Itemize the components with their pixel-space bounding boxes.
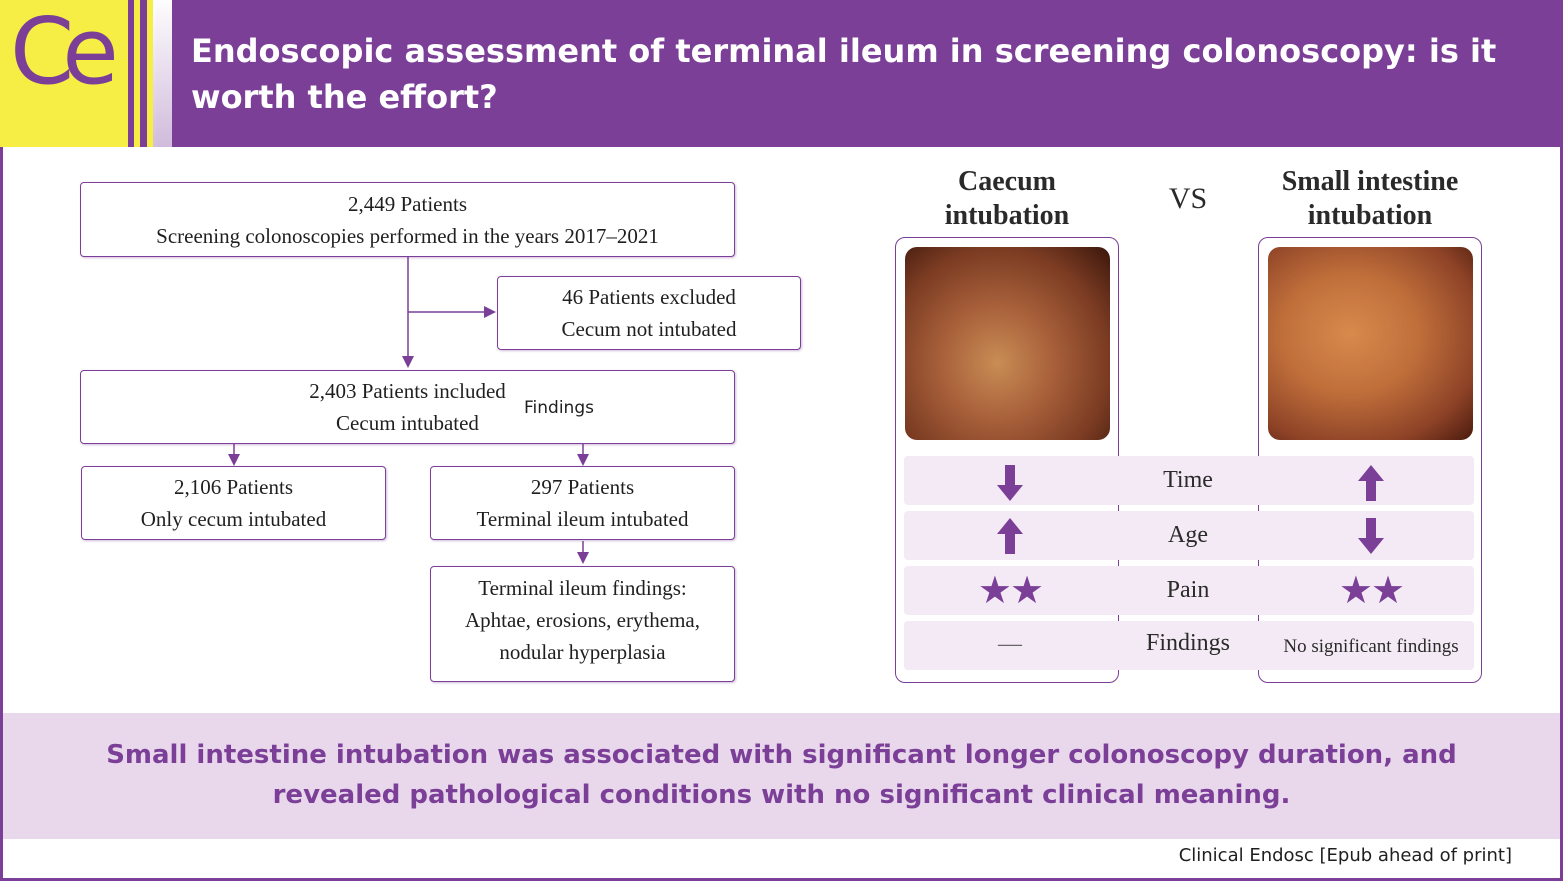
included-desc: Cecum intubated xyxy=(336,411,479,435)
logo-stripes xyxy=(120,0,172,147)
ileum-pain-stars-icon: ★★ xyxy=(1338,568,1405,612)
small-intestine-heading-line-1: Small intestine xyxy=(1281,166,1459,197)
small-intestine-heading-line-2: intubation xyxy=(1307,200,1433,231)
row-age xyxy=(904,511,1474,560)
box-included: 2,403 Patients included Cecum intubated xyxy=(80,370,735,444)
vs-label: VS xyxy=(1168,182,1208,215)
small-intestine-heading: Small intestine intubation xyxy=(1245,165,1495,233)
findings-label: Findings xyxy=(524,398,594,418)
caecum-findings-value: — xyxy=(998,631,1022,657)
caecum-heading: Caecum intubation xyxy=(895,165,1119,233)
row-label-pain: Pain xyxy=(1166,577,1210,603)
ileum-desc: Terminal ileum intubated xyxy=(476,507,689,531)
journal-logo: Ce xyxy=(0,0,120,147)
ileum-count: 297 Patients xyxy=(530,475,635,499)
findings-line-1: Aphtae, erosions, erythema, xyxy=(464,608,700,632)
ileum-time-up-arrow-icon xyxy=(1267,458,1475,507)
row-label-time: Time xyxy=(1163,467,1213,493)
caecum-time-down-arrow-icon xyxy=(906,458,1114,507)
ileum-endoscopy-image xyxy=(1268,247,1473,440)
total-count: 2,449 Patients xyxy=(348,192,467,216)
row-pain xyxy=(904,566,1474,615)
findings-line-2: nodular hyperplasia xyxy=(499,640,666,664)
total-desc: Screening colonoscopies performed in the… xyxy=(156,224,659,248)
caecum-age-up-arrow-icon xyxy=(906,511,1114,560)
box-total-patients: 2,449 Patients Screening colonoscopies p… xyxy=(80,182,735,257)
ileum-findings-value: No significant findings xyxy=(1283,636,1459,657)
page-title: Endoscopic assessment of terminal ileum … xyxy=(191,32,1497,116)
only-cecum-count: 2,106 Patients xyxy=(174,475,293,499)
only-cecum-desc: Only cecum intubated xyxy=(140,507,327,531)
ileum-age-down-arrow-icon xyxy=(1267,511,1475,560)
findings-title: Terminal ileum findings: xyxy=(478,576,687,600)
conclusion-banner xyxy=(3,713,1560,839)
box-terminal-ileum: 297 Patients Terminal ileum intubated xyxy=(430,466,735,540)
logo-text: Ce xyxy=(10,0,119,105)
included-count: 2,403 Patients included xyxy=(309,379,506,403)
box-excluded: 46 Patients excluded Cecum not intubated xyxy=(497,276,801,350)
caecum-heading-line-2: intubation xyxy=(944,200,1070,231)
header-bar: Ce Endoscopic assessment of terminal ile… xyxy=(0,0,1563,147)
box-only-cecum: 2,106 Patients Only cecum intubated xyxy=(81,466,386,540)
caecum-pain-stars-icon: ★★ xyxy=(977,568,1044,612)
box-ileum-findings: Terminal ileum findings: Aphtae, erosion… xyxy=(430,566,735,682)
citation: Clinical Endosc [Epub ahead of print] xyxy=(1178,845,1512,866)
caecum-heading-line-1: Caecum xyxy=(958,166,1056,197)
excluded-desc: Cecum not intubated xyxy=(561,317,737,341)
row-label-age: Age xyxy=(1168,522,1208,548)
row-findings xyxy=(904,621,1474,670)
conclusion-text: Small intestine intubation was associate… xyxy=(106,740,1457,810)
row-label-findings: Findings xyxy=(1145,630,1231,656)
excluded-count: 46 Patients excluded xyxy=(562,285,736,309)
caecum-endoscopy-image xyxy=(905,247,1110,440)
